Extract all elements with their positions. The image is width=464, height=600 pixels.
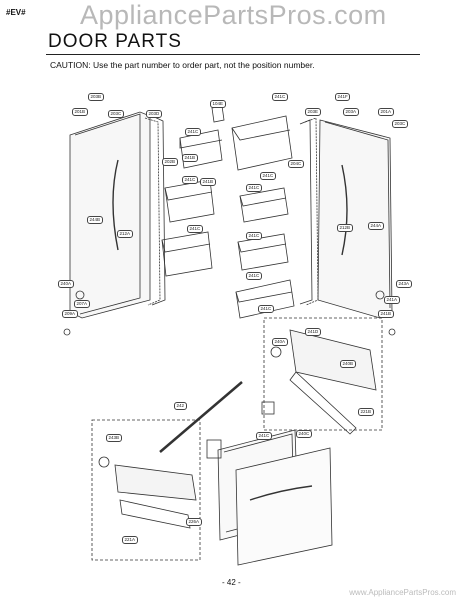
callout: 203C — [392, 120, 408, 128]
callout: 104E — [210, 100, 226, 108]
door-bins-right — [231, 115, 295, 319]
callout: 241B — [200, 178, 216, 186]
right-door-assembly — [299, 117, 393, 319]
callout: 244B — [87, 216, 103, 224]
callout: 201A — [378, 108, 394, 116]
left-door-assembly — [69, 111, 166, 319]
callout: 240C — [296, 430, 312, 438]
callout: 203C — [108, 110, 124, 118]
callout: 241C — [246, 184, 262, 192]
callout: 204C — [288, 160, 304, 168]
footer-watermark: www.AppliancePartsPros.com — [349, 588, 456, 597]
callout: 207A — [74, 300, 90, 308]
title-rule — [46, 54, 420, 55]
model-code: #EV# — [6, 8, 26, 17]
watermark-logo: AppliancePartsPros.com — [80, 0, 387, 30]
page-title: DOOR PARTS — [48, 31, 182, 52]
callout: 241C — [260, 172, 276, 180]
callout: 240B — [340, 360, 356, 368]
callout: 240A — [272, 338, 288, 346]
callout: 243B — [106, 434, 122, 442]
callout: 241F — [335, 93, 351, 101]
dashed-box-left — [91, 419, 201, 561]
callout: 241A — [384, 296, 400, 304]
callout: 240A — [58, 280, 74, 288]
callout: 243A — [396, 280, 412, 288]
callout: 212B — [337, 224, 353, 232]
callout: 212A — [117, 230, 133, 238]
callout: 202B — [162, 158, 178, 166]
door-bins-left — [161, 129, 223, 277]
callout: 241B — [378, 310, 394, 318]
rod — [159, 381, 243, 453]
callout: 244A — [368, 222, 384, 230]
callout: 241D — [305, 328, 321, 336]
callout: 203A — [343, 108, 359, 116]
callout: 221B — [358, 408, 374, 416]
page-number: - 42 - — [222, 578, 241, 587]
callout: 241C — [272, 93, 288, 101]
callout: 241C — [258, 305, 274, 313]
callout: 241C — [246, 232, 262, 240]
callout: 203B — [88, 93, 104, 101]
callout: 241C — [185, 128, 201, 136]
callout: 241C — [187, 225, 203, 233]
callout: 203E — [305, 108, 321, 116]
callout: 242 — [174, 402, 187, 410]
callout: 241C — [182, 176, 198, 184]
caution-note: CAUTION: Use the part number to order pa… — [50, 60, 315, 70]
callout: 226A — [186, 518, 202, 526]
callout: 241C — [246, 272, 262, 280]
callout: 221A — [122, 536, 138, 544]
freezer-drawer — [206, 429, 333, 566]
callout: 201B — [72, 108, 88, 116]
callout: 241C — [256, 432, 272, 440]
hinge-right — [375, 290, 385, 300]
hinge-left — [75, 290, 85, 300]
callout: 209A — [62, 310, 78, 318]
callout: 203D — [146, 110, 162, 118]
callout: 241B — [182, 154, 198, 162]
hinge-cover — [211, 105, 225, 123]
